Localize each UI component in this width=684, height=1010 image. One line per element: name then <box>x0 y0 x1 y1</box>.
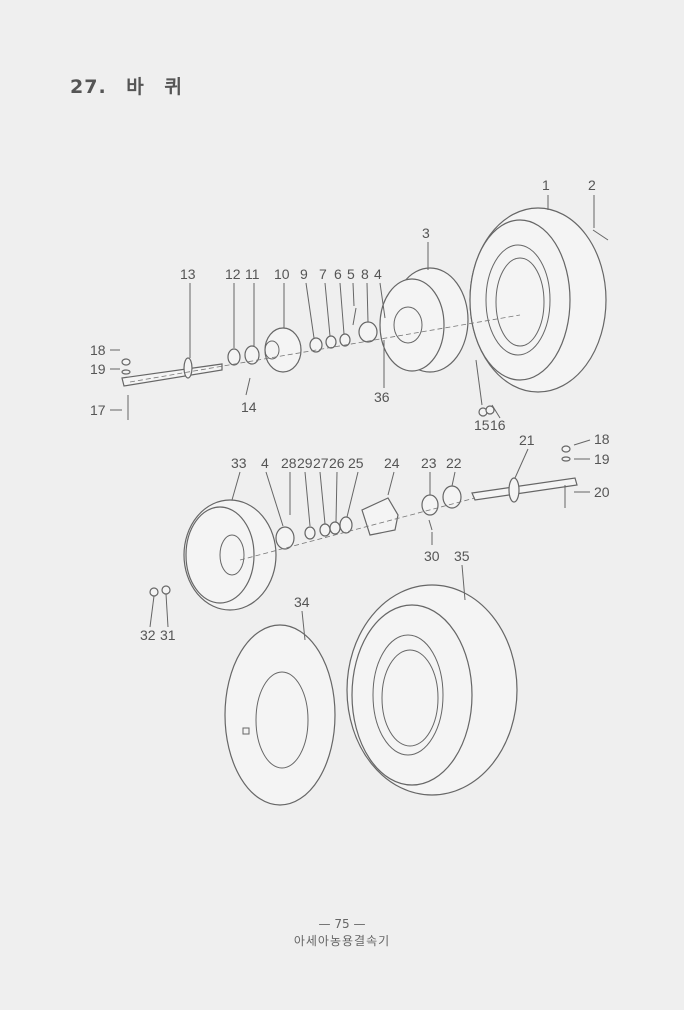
callout: 23 <box>421 455 437 471</box>
callout: 34 <box>294 594 310 610</box>
upper-tire <box>469 207 607 393</box>
callout: 5 <box>347 266 355 282</box>
leader-lines <box>110 195 595 641</box>
callouts-lower: 21 18 19 20 33 4 28 29 27 26 25 24 23 22… <box>140 431 610 643</box>
lower-tire <box>346 584 518 796</box>
callout: 17 <box>90 402 106 418</box>
callout: 19 <box>594 451 610 467</box>
callout: 28 <box>281 455 297 471</box>
callout: 35 <box>454 548 470 564</box>
callout: 12 <box>225 266 241 282</box>
callout: 14 <box>241 399 257 415</box>
callout: 25 <box>348 455 364 471</box>
callout: 24 <box>384 455 400 471</box>
callout: 20 <box>594 484 610 500</box>
callout: 21 <box>519 432 535 448</box>
callout: 33 <box>231 455 247 471</box>
page-number: — 75 — <box>318 917 366 931</box>
callout: 32 <box>140 627 156 643</box>
callout: 30 <box>424 548 440 564</box>
callout: 6 <box>334 266 342 282</box>
page-title: 27. 바 퀴 <box>70 76 183 98</box>
callout: 11 <box>245 266 260 282</box>
callout: 27 <box>313 455 329 471</box>
callout: 2 <box>588 177 596 193</box>
callout: 10 <box>274 266 290 282</box>
callout: 16 <box>490 417 506 433</box>
callout: 36 <box>374 389 390 405</box>
callout: 7 <box>319 266 327 282</box>
callout: 8 <box>361 266 369 282</box>
callout: 3 <box>422 225 430 241</box>
callout: 18 <box>90 342 106 358</box>
callout: 1 <box>542 177 550 193</box>
callout: 4 <box>374 266 382 282</box>
callout: 13 <box>180 266 196 282</box>
upper-hub <box>227 307 378 373</box>
callout: 4 <box>261 455 269 471</box>
company-name: 아세아농용결속기 <box>293 934 391 948</box>
lower-rim <box>183 499 277 611</box>
callout: 22 <box>446 455 462 471</box>
lower-hub <box>275 485 462 550</box>
lower-axle <box>149 445 578 597</box>
callout: 26 <box>329 455 345 471</box>
inner-tube <box>224 624 336 806</box>
callout: 31 <box>160 627 176 643</box>
callout: 19 <box>90 361 106 377</box>
callout: 9 <box>300 266 308 282</box>
upper-rim <box>379 267 469 373</box>
callout: 18 <box>594 431 610 447</box>
callout: 15 <box>474 417 490 433</box>
callout: 29 <box>297 455 313 471</box>
callouts-upper: 1 2 3 13 12 11 10 9 7 6 5 8 4 18 19 17 1… <box>90 177 596 433</box>
